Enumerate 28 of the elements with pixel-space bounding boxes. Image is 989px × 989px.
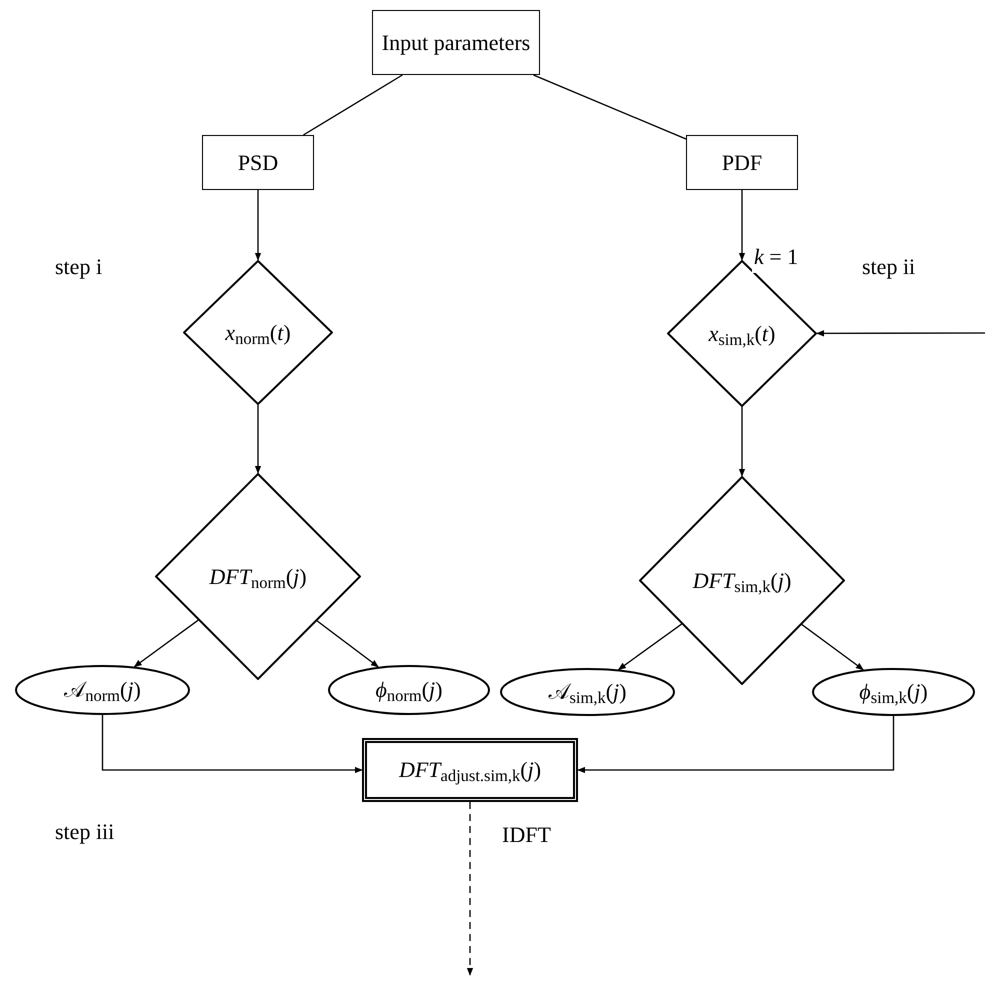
arrow: [738, 407, 746, 477]
arrow: [618, 623, 682, 670]
process-box: [686, 135, 798, 190]
arrow: [466, 802, 474, 976]
arrow: [577, 716, 894, 774]
arrow: [102, 715, 363, 774]
node-label: ϕ$_{norm}$(j): [375, 679, 442, 701]
node-label: DFT$_{norm}$(j): [209, 566, 307, 588]
arrow: [816, 330, 985, 337]
step-label: step iii: [55, 818, 114, 846]
process-box: [362, 738, 578, 802]
step-label: step ii: [862, 253, 916, 281]
node-label: x$_{norm}$(t): [225, 322, 291, 344]
step-label: step i: [55, 253, 102, 281]
arrow: [801, 624, 864, 670]
arrow: [254, 405, 262, 474]
arrow: [738, 190, 746, 261]
process-box: [202, 135, 314, 190]
arrow: [316, 620, 379, 668]
node-label: Input parameters: [382, 32, 530, 54]
process-box: [372, 10, 540, 75]
arrow: [134, 620, 199, 668]
arrow: [254, 190, 262, 261]
node-label: PDF: [722, 152, 762, 174]
node-label: ϕ$_{sim,k}$(j): [859, 681, 928, 703]
node-label: PSD: [238, 152, 278, 174]
node-label: 𝒜$_{sim,k}$(j): [548, 681, 626, 703]
node-label: 𝒜$_{norm}$(j): [64, 679, 141, 701]
